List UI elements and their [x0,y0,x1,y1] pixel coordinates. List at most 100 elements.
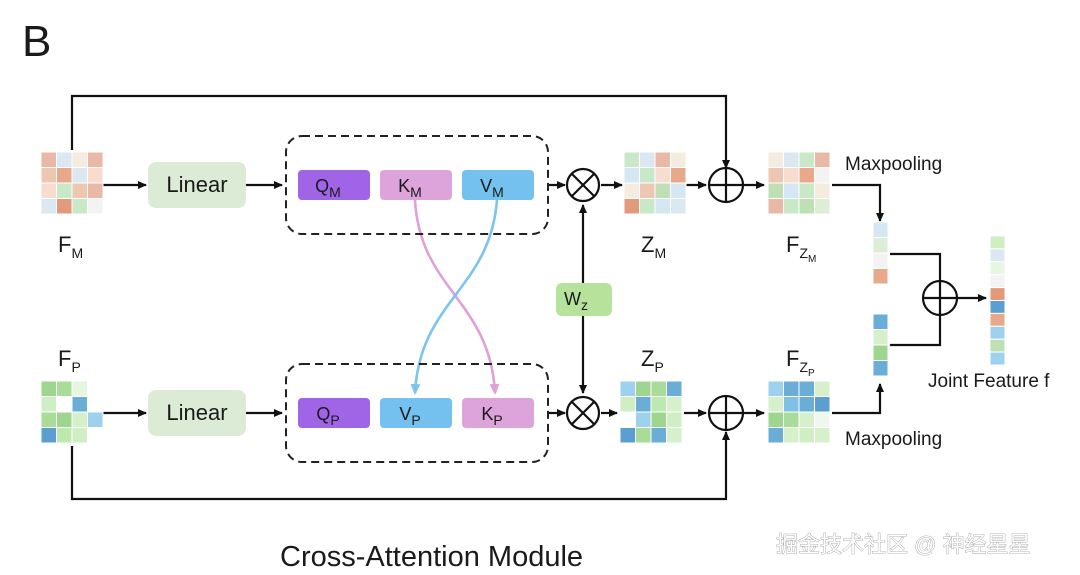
matrix-cell [623,167,640,184]
qkv-main: K [481,404,493,424]
matrix-cell [767,380,784,397]
matrix-cell [619,380,636,397]
matrix-cell [71,380,88,397]
matrix-cell [40,427,57,444]
qkv-box-bottom-1: VP [380,398,452,428]
joint-feature-vector [989,235,1006,366]
matrix-cell [654,198,671,215]
vector-cell [872,344,889,361]
matrix-fzp [767,380,831,444]
qkv-sub: P [493,412,502,428]
matrix-cell [87,151,104,168]
attention-box-bottom [285,363,549,463]
matrix-cell [71,182,88,199]
matrix-cell [71,151,88,168]
vector-cell [872,252,889,269]
matrix-cell [767,427,784,444]
matrix-cell [650,427,667,444]
matrix-cell [619,427,636,444]
matrix-cell [623,198,640,215]
matrix-cell [814,182,831,199]
matrix-cell [619,396,636,413]
matrix-cell [635,396,652,413]
matrix-cell [87,427,104,444]
matrix-cell [767,167,784,184]
matrix-cell [619,411,636,428]
matrix-cell [650,380,667,397]
vector-cell [989,338,1006,353]
matrix-cell [814,198,831,215]
panel-letter: B [22,17,51,66]
qkv-box-top-0: QM [298,170,370,200]
matrix-cell [767,396,784,413]
vector-cell [989,312,1006,327]
matrix-cell [783,396,800,413]
label-fzp: FZP [786,346,815,379]
qkv-sub: P [411,412,420,428]
matrix-cell [767,411,784,428]
matrix-cell [56,167,73,184]
matrix-cell [56,151,73,168]
qkv-main: Q [315,176,329,196]
label-fm: FM [58,232,83,261]
caption: Cross-Attention Module [280,541,583,573]
matrix-cell [87,198,104,215]
matrix-cell [635,427,652,444]
matrix-cell [56,427,73,444]
matrix-cell [623,182,640,199]
vector-cell [989,274,1006,289]
matrix-cell [666,411,683,428]
matrix-cell [798,396,815,413]
vector-cell [872,268,889,285]
matrix-cell [639,198,656,215]
svg-text:VM: VM [480,176,504,200]
matrix-cell [71,411,88,428]
multiply-op-top [565,167,601,203]
label-fp: FP [58,346,81,375]
matrix-cell [783,151,800,168]
matrix-cell [670,198,687,215]
qkv-box-top-2: VM [462,170,534,200]
matrix-cell [814,151,831,168]
vector-cell [989,248,1006,263]
multiply-op-bottom [565,395,601,431]
label-maxpool-top: Maxpooling [845,154,942,175]
matrix-cell [798,198,815,215]
weight-wz-box: Wz [556,283,612,316]
matrix-cell [71,198,88,215]
svg-text:KP: KP [481,404,502,428]
matrix-cell [40,198,57,215]
matrix-cell [87,411,104,428]
matrix-cell [666,380,683,397]
matrix-cell [767,182,784,199]
matrix-cell [56,198,73,215]
matrix-cell [783,182,800,199]
matrix-cell [783,427,800,444]
qkv-sub: M [492,184,504,200]
qkv-box-bottom-0: QP [298,398,370,428]
linear-box-bottom: Linear [148,390,246,436]
matrix-cell [814,380,831,397]
qkv-box-top-1: KM [380,170,452,200]
matrix-cell [87,182,104,199]
matrix-cell [40,380,57,397]
matrix-cell [783,167,800,184]
vector-cell [872,221,889,238]
matrix-cell [56,182,73,199]
matrix-cell [87,167,104,184]
wz-main: W [564,289,581,309]
matrix-cell [783,198,800,215]
matrix-cell [654,151,671,168]
matrix-cell [798,427,815,444]
matrix-cell [798,182,815,199]
svg-text:KM: KM [398,176,422,200]
vector-cell [872,360,889,377]
wz-sub: z [581,297,588,313]
matrix-cell [798,167,815,184]
matrix-cell [71,167,88,184]
feature-vectors [872,221,1006,377]
matrix-cell [87,396,104,413]
matrix-cell [767,198,784,215]
matrix-cell [40,411,57,428]
